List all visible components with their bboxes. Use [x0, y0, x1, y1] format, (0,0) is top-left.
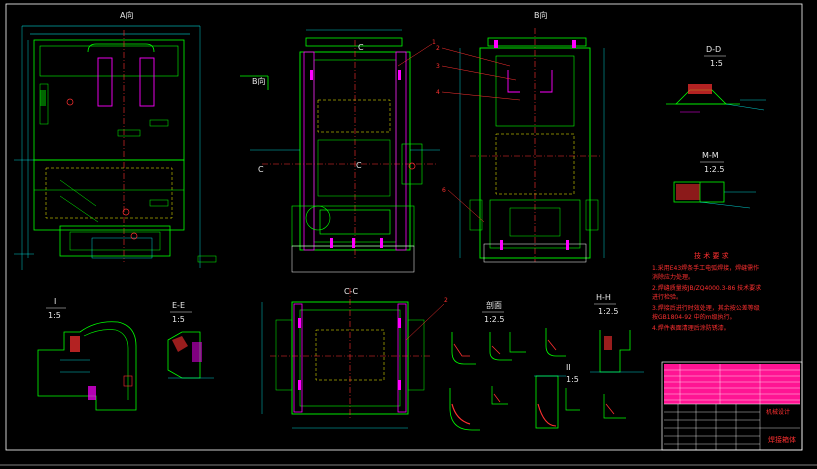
view-ii-scale: 1:5: [566, 375, 579, 384]
view-sect-scale: 1:2.5: [484, 315, 505, 324]
svg-text:C: C: [356, 161, 362, 170]
tech-req-line-7: 4.焊件表面清理后涂防锈漆。: [652, 324, 730, 332]
view-b-group: B向 2 3 4 6: [436, 10, 605, 263]
callout-7: 2: [444, 297, 448, 304]
tech-req-title: 技 术 要 求: [694, 251, 729, 260]
tech-req-line-5: 3.焊接后进行时效处理，其余按公差等级: [652, 304, 760, 312]
weld-section-group: 剖面 1:2.5 II 1:5: [449, 300, 580, 431]
title-block-parts-list: [664, 364, 800, 404]
title-drawing-name: 焊接箱体: [768, 435, 796, 444]
callout-2: 2: [436, 45, 440, 52]
view-ee-scale: 1:5: [172, 315, 185, 324]
sheet-frame: [5, 3, 803, 451]
view-i-label: I: [54, 297, 56, 306]
view-i-group: I 1:5: [37, 297, 137, 411]
view-ee-group: E-E 1:5: [167, 301, 214, 379]
tech-requirements-block: 技 术 要 求 1.采用E43焊条手工电弧焊接，焊缝需作 消除应力处理。 2.焊…: [652, 251, 761, 332]
view-ee-label: E-E: [172, 301, 185, 310]
callout-6: 6: [442, 187, 446, 194]
view-a-label: A向: [120, 10, 133, 20]
view-a-group: A向: [14, 10, 217, 270]
callout-1: 1: [432, 39, 436, 46]
view-mm-label: M-M: [702, 151, 719, 160]
callout-3: 3: [436, 63, 440, 70]
view-sect-label: 剖面: [486, 300, 502, 310]
title-company: 机械设计: [766, 408, 790, 416]
tech-req-line-4: 进行检验。: [652, 293, 682, 301]
view-cc-label: C-C: [344, 287, 358, 296]
view-mm-scale: 1:2.5: [704, 165, 725, 174]
svg-text:C: C: [358, 43, 364, 52]
view-hh-label: H-H: [596, 293, 611, 302]
tech-req-line-1: 1.采用E43焊条手工电弧焊接，焊缝需作: [652, 264, 759, 272]
view-hh-scale: 1:2.5: [598, 307, 619, 316]
view-mm-group: M-M 1:2.5: [673, 151, 756, 209]
view-b-arrow-marker: B向: [240, 75, 269, 90]
view-b-arrow-label: B向: [252, 76, 266, 86]
title-block: 机械设计 焊接箱体: [661, 361, 803, 451]
view-hh-group: H-H 1:2.5: [590, 293, 644, 419]
tech-req-line-6: 按GB1804-92 中的m级执行。: [652, 313, 736, 321]
view-b-label: B向: [534, 10, 548, 20]
view-dd-scale: 1:5: [710, 59, 723, 68]
view-dd-group: D-D 1:5: [666, 45, 766, 113]
front-view-group: C C C 1: [250, 29, 440, 273]
tech-req-line-3: 2.焊缝质量按JB/ZQ4000.3-86 技术要求: [652, 284, 761, 292]
view-dd-label: D-D: [706, 45, 721, 54]
svg-text:C: C: [258, 165, 264, 174]
view-i-scale: 1:5: [48, 311, 61, 320]
callout-4: 4: [436, 89, 440, 96]
tech-req-line-2: 消除应力处理。: [652, 273, 694, 281]
view-cc-group: C-C 2: [261, 287, 448, 429]
view-ii-label: II: [566, 363, 571, 372]
